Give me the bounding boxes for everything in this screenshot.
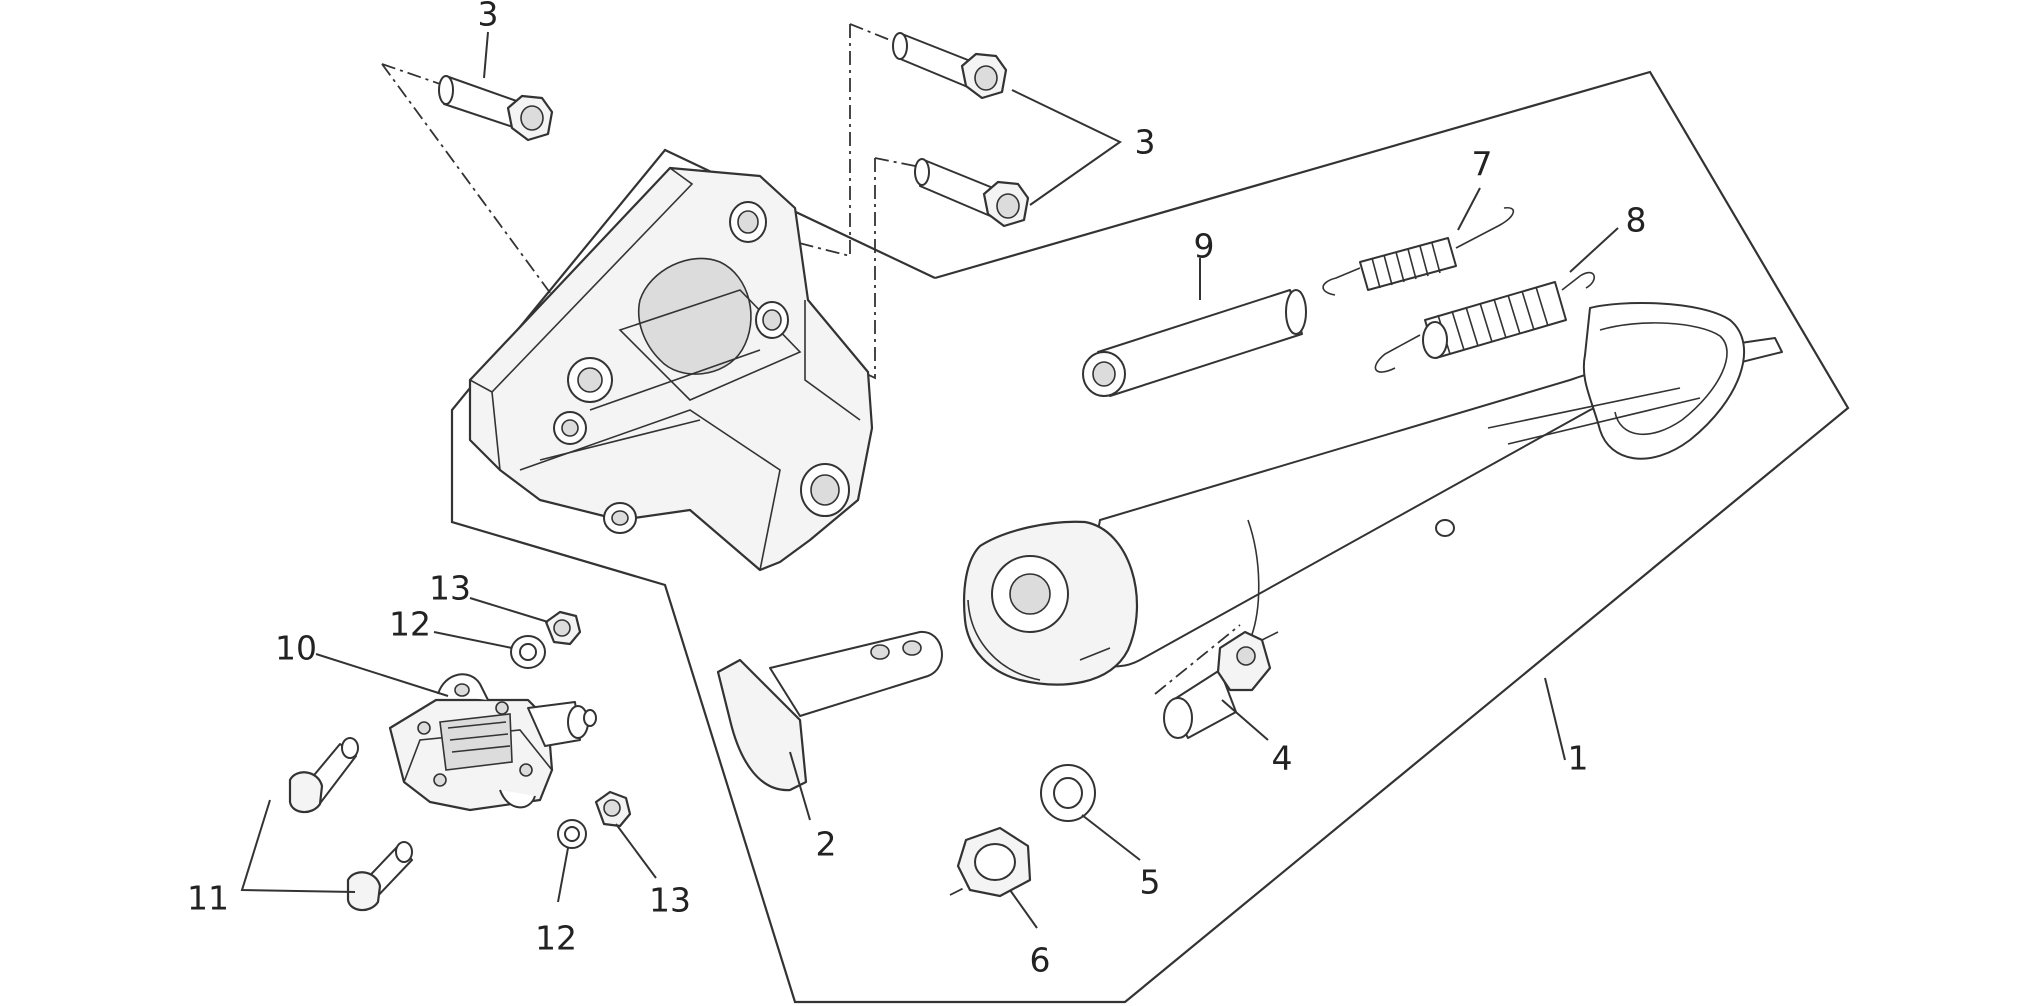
callout-labels: 1 2 3 3 4 5 6 7 8 9 10 11 12 12 13 13 <box>187 0 1647 980</box>
callout-9: 9 <box>1194 227 1215 266</box>
bolt-upper-left <box>438 75 554 142</box>
callout-13-upper: 13 <box>429 569 471 608</box>
nut-upper <box>544 610 582 646</box>
callout-8: 8 <box>1626 201 1647 240</box>
mounting-bracket <box>468 166 874 572</box>
bolt-upper-right-top <box>892 32 1008 100</box>
leader-lines <box>240 31 1619 929</box>
spring-upper <box>1322 206 1515 296</box>
washer-lower <box>557 819 587 849</box>
nut-lower <box>594 790 632 828</box>
callout-2: 2 <box>816 825 837 864</box>
callout-11: 11 <box>187 879 229 918</box>
callout-12-lower: 12 <box>535 919 577 958</box>
callout-3-right: 3 <box>1135 123 1156 162</box>
callout-12-upper: 12 <box>389 605 431 644</box>
spring-lower <box>1374 271 1596 373</box>
nut <box>956 826 1032 898</box>
callout-4: 4 <box>1272 739 1293 778</box>
washer-upper <box>510 635 546 669</box>
callout-1: 1 <box>1568 739 1589 778</box>
stud-bolt <box>1163 630 1279 739</box>
callout-5: 5 <box>1140 863 1161 902</box>
callout-7: 7 <box>1472 145 1493 184</box>
pivot-pin <box>1082 289 1307 397</box>
stop-bracket <box>716 630 943 792</box>
callout-10: 10 <box>275 629 317 668</box>
assembly-outline <box>450 70 1850 1004</box>
callout-6: 6 <box>1030 941 1051 980</box>
side-stand-leg <box>962 302 1783 686</box>
callout-3-upper: 3 <box>478 0 499 34</box>
bolt-upper-right-bottom <box>914 158 1030 228</box>
washer <box>1040 764 1096 822</box>
screw-lower <box>346 841 413 912</box>
screw-upper <box>288 737 359 814</box>
callout-13-lower: 13 <box>649 881 691 920</box>
side-stand-switch <box>388 673 597 812</box>
